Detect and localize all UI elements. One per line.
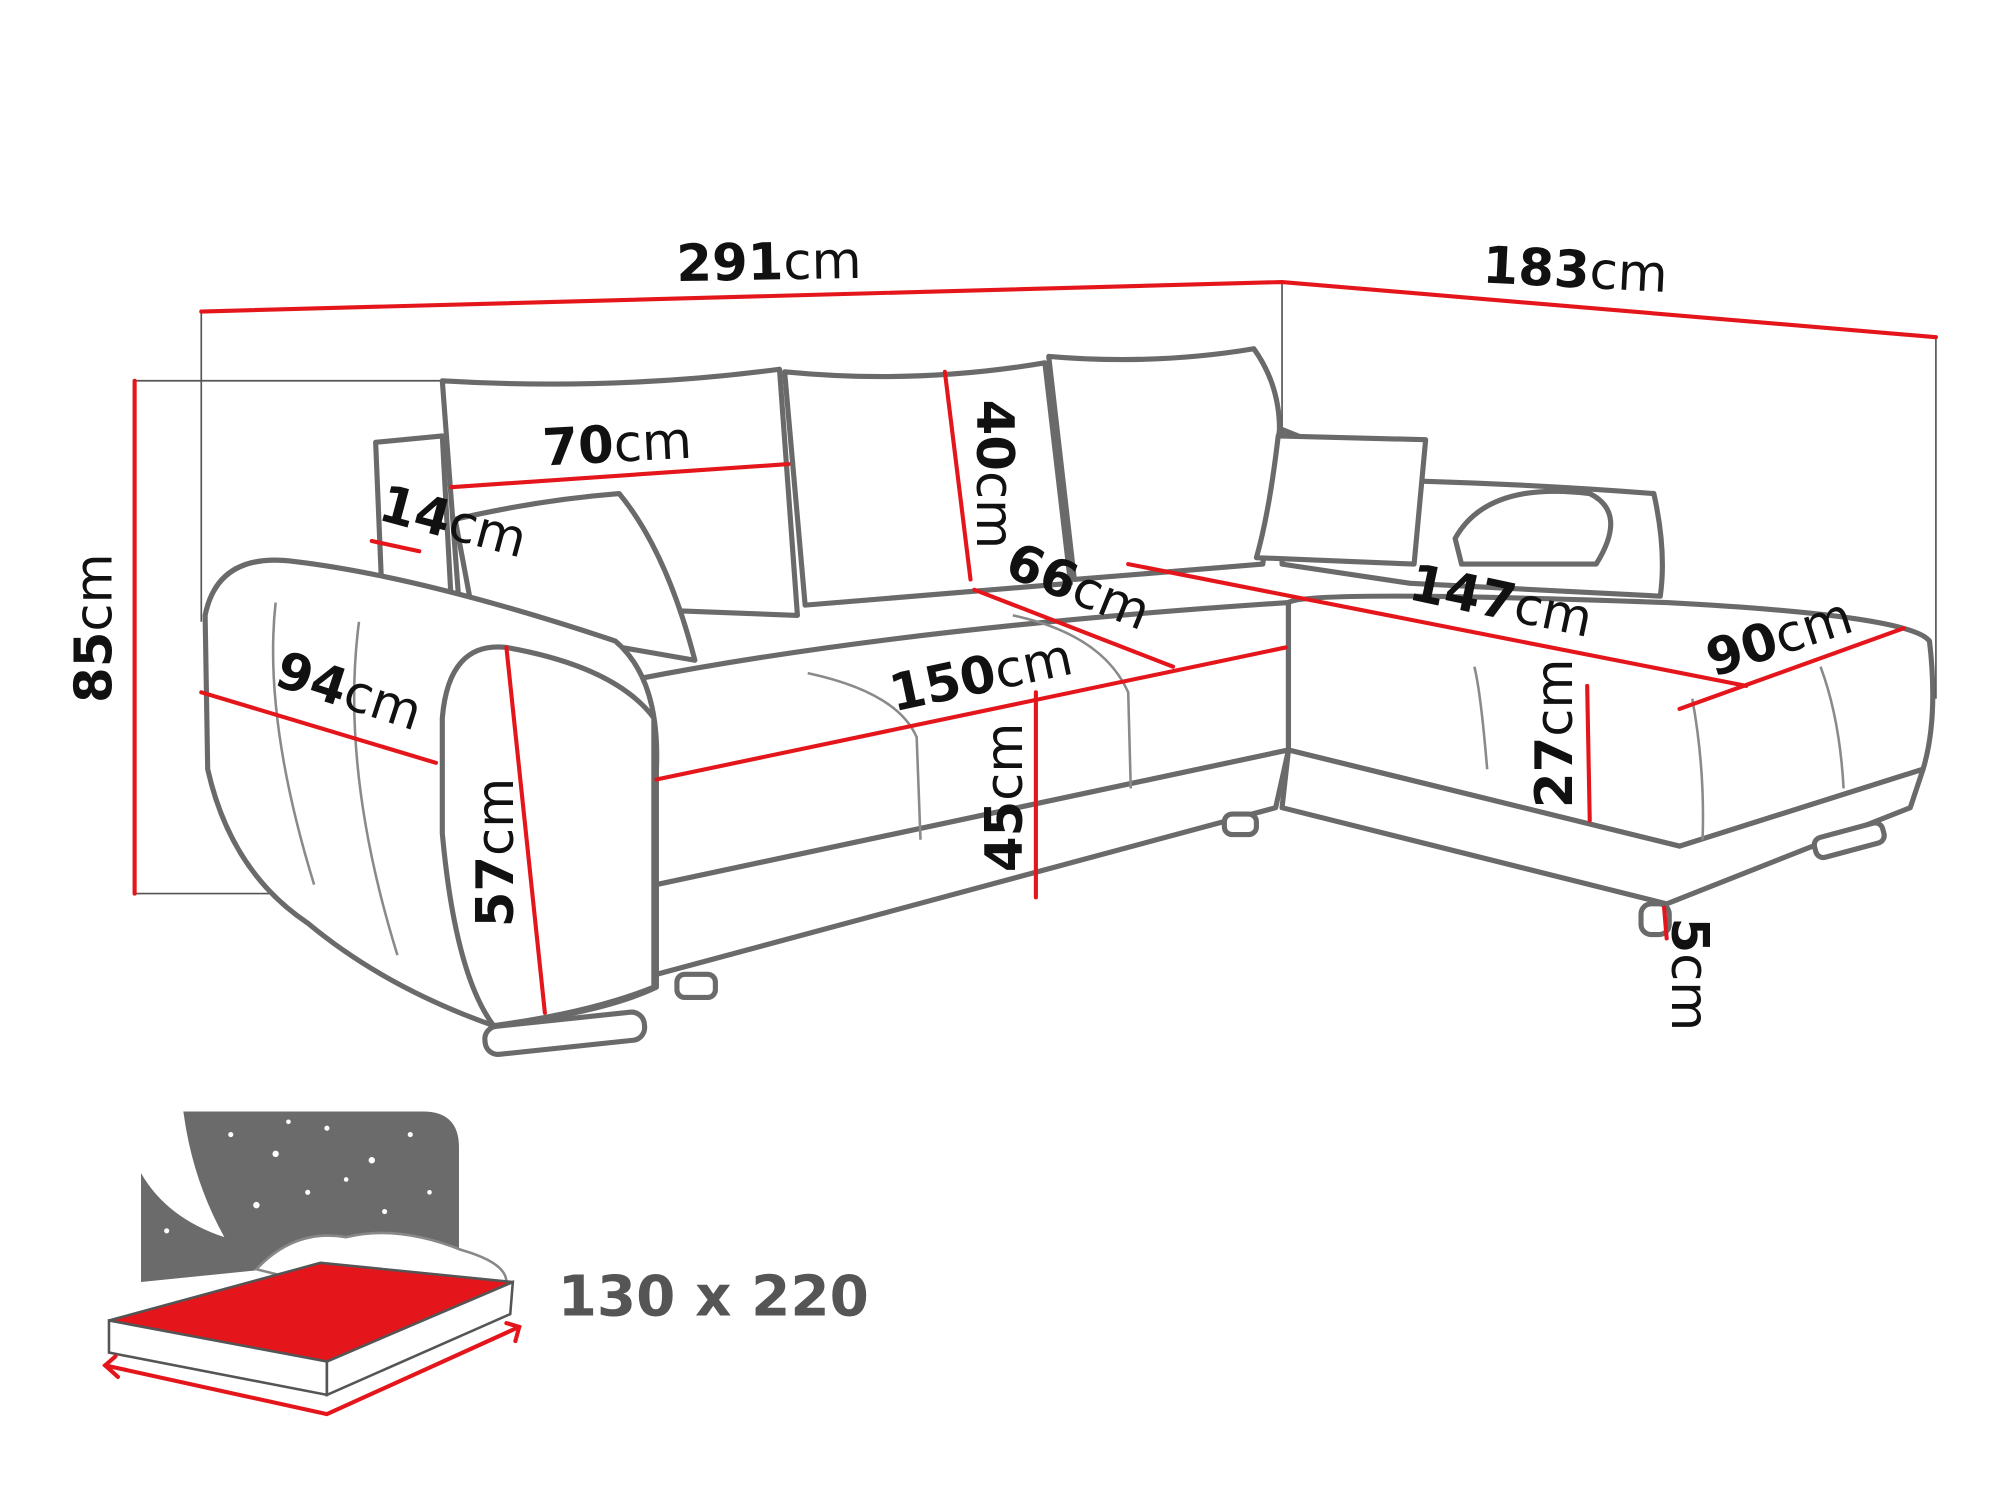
label-seat-height: 45cm xyxy=(975,723,1035,872)
bed-icon xyxy=(102,1111,522,1417)
label-leg-height: 5cm xyxy=(1659,917,1719,1031)
label-chaise-depth: 183cm xyxy=(1481,235,1669,305)
guide-lines xyxy=(134,282,1937,895)
label-chaise-height: 27cm xyxy=(1525,659,1585,808)
label-cushion-width: 70cm xyxy=(541,411,693,479)
label-total-width: 291cm xyxy=(676,231,862,294)
dimension-lines xyxy=(132,279,1938,1015)
sofa-illustration xyxy=(202,346,1936,1057)
sleeping-area-label: 130 x 220 xyxy=(558,1264,869,1329)
label-total-height: 85cm xyxy=(65,553,125,702)
dimension-labels: 291cm 183cm 85cm 70cm 14cm 40cm 66cm 147… xyxy=(65,231,1860,1031)
label-cushion-height: 40cm xyxy=(964,400,1024,549)
label-armrest-height: 57cm xyxy=(466,778,526,927)
label-armrest-width: 14cm xyxy=(373,474,533,571)
